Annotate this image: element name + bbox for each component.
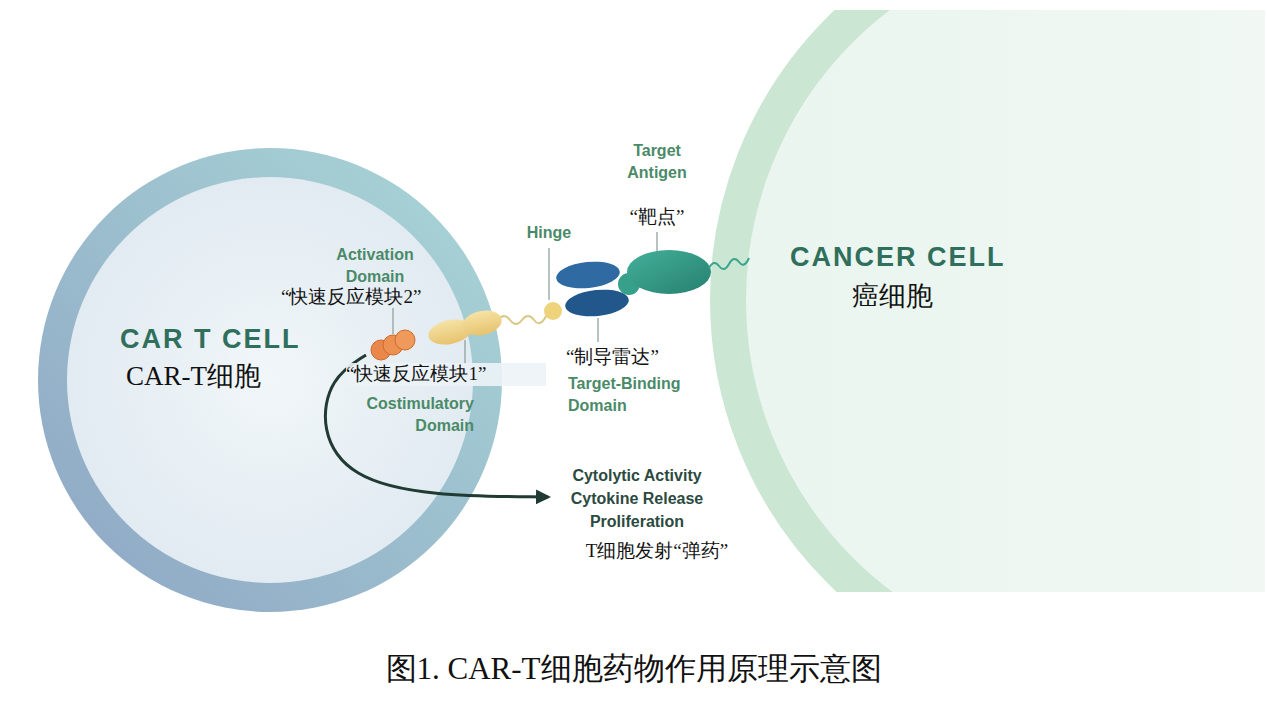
effector-functions: Cytolytic Activity Cytokine Release Prol… xyxy=(552,464,722,534)
cell-heading-zh: 癌细胞 xyxy=(852,278,933,314)
hinge-bead xyxy=(544,302,562,320)
part-name-zh: “快速反应模块1” xyxy=(346,363,546,386)
linker-wave xyxy=(498,316,546,324)
cell-outline xyxy=(710,0,1267,700)
effector-note: T细胞发射“弹药” xyxy=(517,540,797,563)
part-name: Hinge xyxy=(509,222,589,244)
target-binding-domain xyxy=(555,259,630,320)
part-name-zh: “快速反应模块2” xyxy=(281,286,481,309)
part-name: Target-Binding Domain xyxy=(568,373,728,418)
part-name-zh: “制导雷达” xyxy=(566,346,726,369)
cell-heading-zh: CAR-T细胞 xyxy=(126,358,261,394)
part-name: Target Antigen xyxy=(612,140,702,185)
cell-heading: CANCER CELL xyxy=(790,242,1006,273)
figure-caption: 图1. CAR-T细胞药物作用原理示意图 xyxy=(0,648,1267,690)
part-name: Costimulatory Domain xyxy=(328,393,474,438)
cell-heading: CAR T CELL xyxy=(120,324,300,355)
part-name: Activation Domain xyxy=(318,244,432,289)
cell-membrane xyxy=(728,0,1267,682)
part-name-zh: “靶点” xyxy=(612,206,702,229)
cancer-cell: CANCER CELL 癌细胞 xyxy=(710,0,1267,700)
